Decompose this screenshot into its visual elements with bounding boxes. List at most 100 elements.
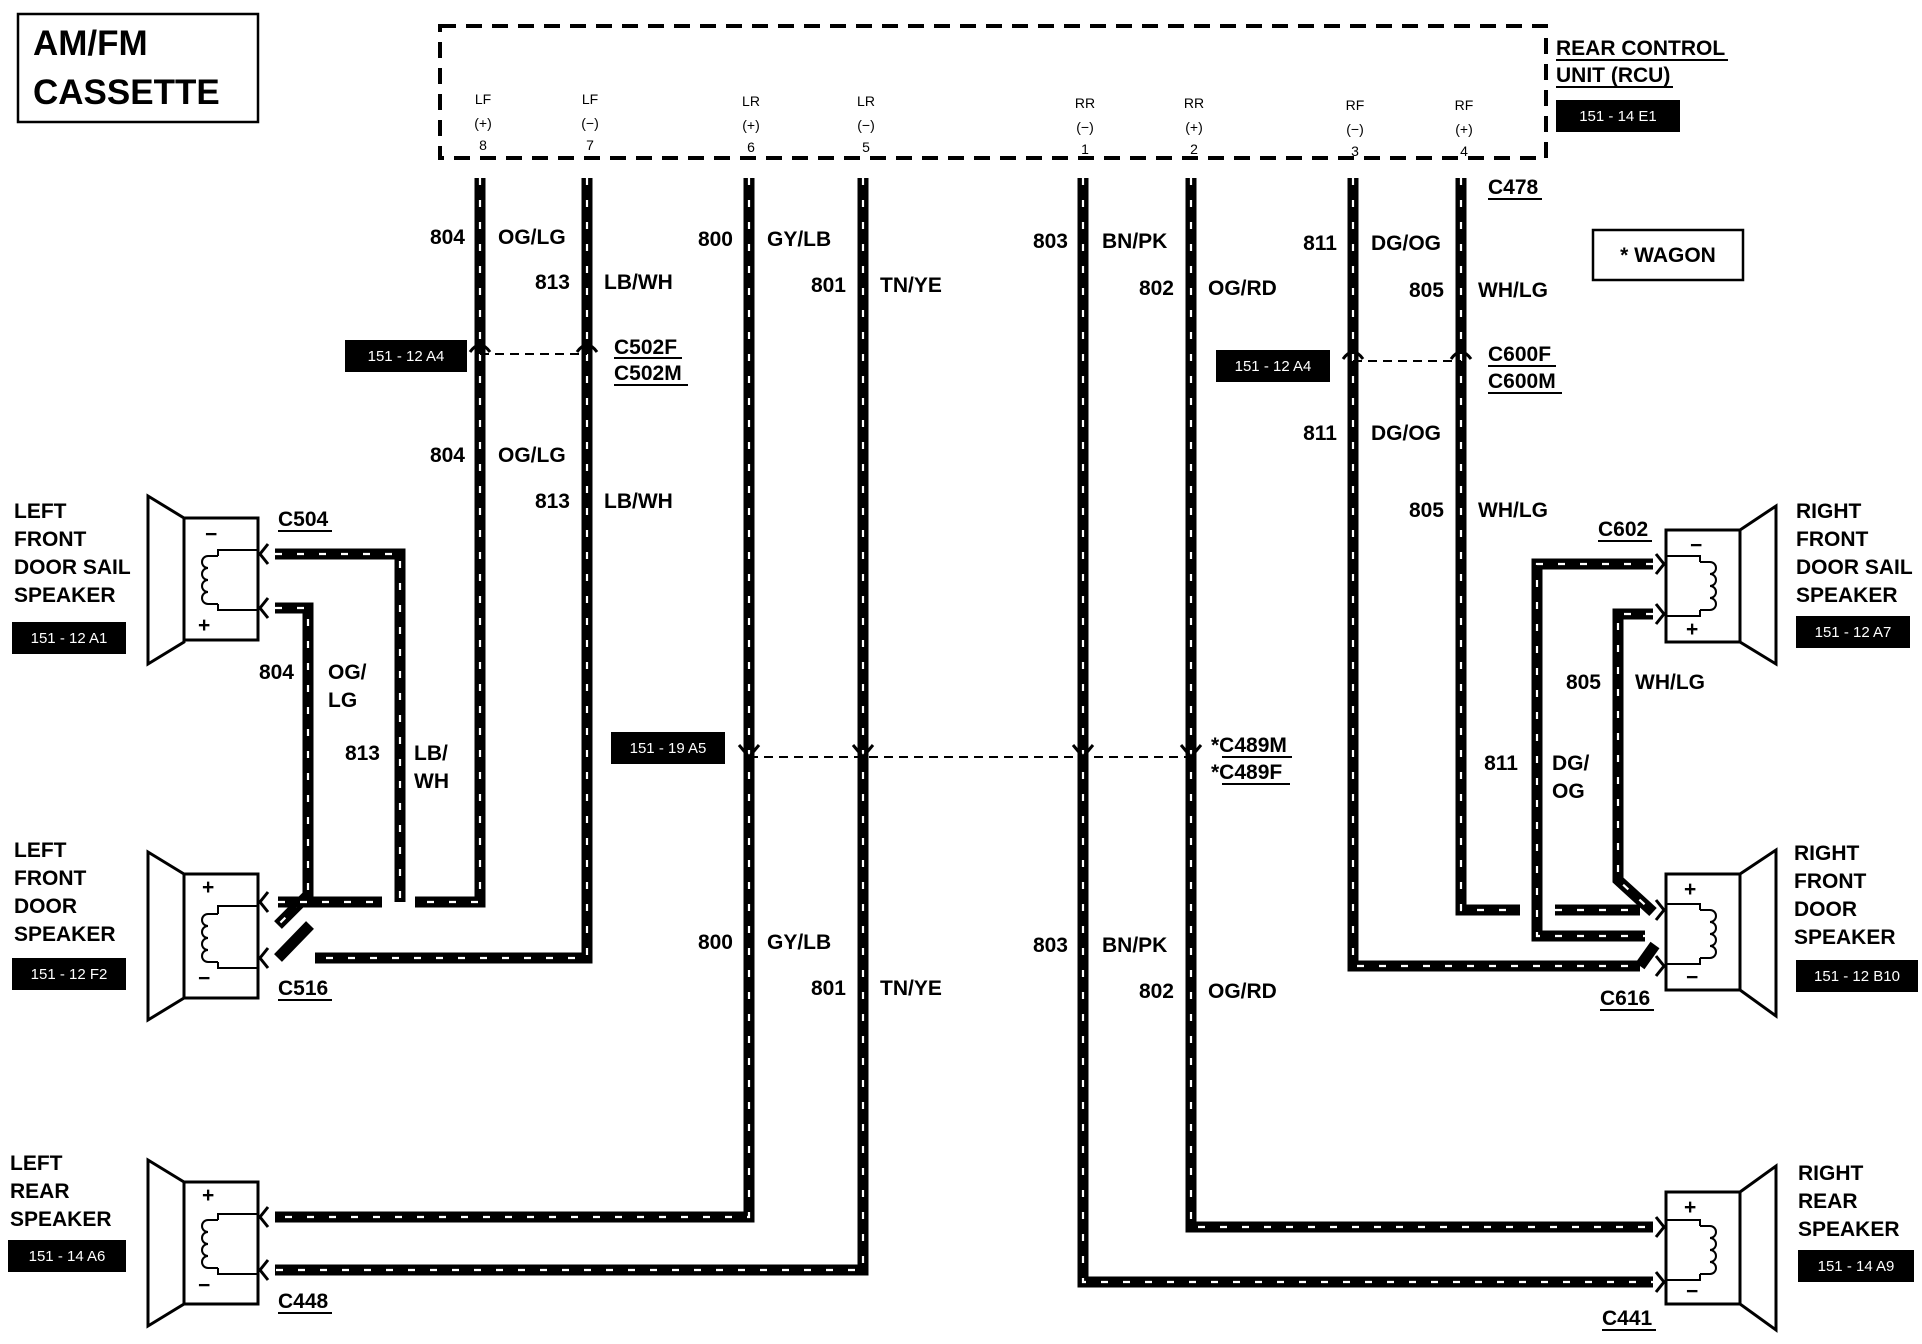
speaker-label-line: FRONT <box>1794 870 1866 893</box>
pin-name: LF <box>475 91 491 107</box>
c448-label: C448 <box>278 1290 329 1313</box>
speaker-label-line: FRONT <box>14 528 86 551</box>
pin-5: LR (−) 5 <box>857 93 875 155</box>
speaker-body <box>1664 872 1742 992</box>
pos-bot: − <box>198 967 210 990</box>
pin-polarity: (+) <box>474 115 492 131</box>
coil-leads <box>217 1213 258 1275</box>
speaker-label-line: RIGHT <box>1796 500 1862 523</box>
wire-801-color: TN/YE <box>880 274 942 297</box>
c502-ref-text: 151 - 12 A4 <box>368 348 445 365</box>
pin-4: RF (+) 4 <box>1455 97 1474 159</box>
pin-name: RR <box>1184 95 1204 111</box>
speaker-ref-box <box>12 958 126 990</box>
wire-802-color: OG/RD <box>1208 277 1277 300</box>
arrow <box>258 891 270 969</box>
rcu-pins: LF (+) 8 LF (−) 7 LR (+) 6 LR (−) 5 RR (… <box>474 91 1473 159</box>
speaker-ref-text: 151 - 12 F2 <box>31 966 108 983</box>
c502-ref-box <box>345 340 467 372</box>
pin-6: LR (+) 6 <box>742 93 760 155</box>
speaker-label-line: SPEAKER <box>1798 1218 1900 1241</box>
c489m-label: *C489M <box>1211 734 1287 757</box>
wire-800-bot-color: GY/LB <box>767 931 831 954</box>
wire-803-bot-circuit: 803 <box>1033 934 1068 957</box>
pin-polarity: (−) <box>1076 119 1094 135</box>
speaker-cone-icon <box>1738 1163 1778 1333</box>
speaker-ref-text: 151 - 12 A1 <box>31 630 108 647</box>
speaker-label-line: REAR <box>10 1180 70 1203</box>
wire-813-spk-color-b: WH <box>414 770 449 793</box>
speaker-ref-box <box>8 1240 126 1272</box>
pos-top: − <box>1690 534 1702 557</box>
speaker-label-line: LEFT <box>14 500 67 523</box>
pin-8: LF (+) 8 <box>474 91 492 153</box>
coil-icon <box>1700 561 1717 611</box>
arrow <box>1654 1216 1666 1293</box>
rcu-label-line1: REAR CONTROL <box>1556 37 1725 60</box>
speaker-label-line: DOOR SAIL <box>14 556 131 579</box>
c600-mark <box>1341 350 1365 360</box>
title-block: AM/FM CASSETTE <box>16 12 260 124</box>
wire-labels: 804 OG/LG 813 LB/WH 800 GY/LB 801 TN/YE … <box>259 226 1705 1003</box>
ref-boxes: 151 - 12 A4 151 - 12 A4 151 - 19 A5 <box>345 340 1330 764</box>
pin-name: LR <box>857 93 875 109</box>
wire-804 <box>415 178 486 908</box>
wire-804-spk-color-a: OG/ <box>328 661 367 684</box>
coil-icon <box>201 913 218 963</box>
pos-top: − <box>205 523 217 546</box>
speaker-lr: + − LEFT REAR SPEAKER 151 - 14 A6 <box>8 1152 260 1329</box>
coil-leads <box>1666 903 1701 965</box>
wire-813-spk-circuit: 813 <box>345 742 380 765</box>
speaker-rf-door: + − RIGHT FRONT DOOR SPEAKER 151 - 12 B1… <box>1664 842 1918 1019</box>
arrow <box>1654 899 1666 977</box>
pos-top: + <box>202 1184 214 1207</box>
c489-mark <box>851 744 875 760</box>
speaker-label-line: FRONT <box>14 867 86 890</box>
c600-ref-box <box>1216 350 1330 382</box>
rcu-module: REAR CONTROL UNIT (RCU) 151 - 14 E1 <box>438 24 1728 160</box>
wire-805-mid-color: WH/LG <box>1478 499 1548 522</box>
pos-top: + <box>202 876 214 899</box>
wire-811-circuit: 811 <box>1303 232 1337 255</box>
speaker-label-line: SPEAKER <box>14 923 116 946</box>
speaker-rf-sail: − + RIGHT FRONT DOOR SAIL SPEAKER 151 - … <box>1664 500 1913 667</box>
coil-leads <box>217 549 258 611</box>
pin-polarity: (+) <box>742 117 760 133</box>
speaker-label-line: SPEAKER <box>1796 584 1898 607</box>
c602-label: C602 <box>1598 518 1648 541</box>
c600m-label: C600M <box>1488 370 1556 393</box>
terminal-arrows <box>258 543 1666 1293</box>
pin-name: RF <box>1346 97 1365 113</box>
wire-803 <box>1077 178 1653 1288</box>
wire-rf-harness-805 <box>1612 608 1657 917</box>
c489-ref-box <box>611 732 725 764</box>
pin-7: LF (−) 7 <box>581 91 599 153</box>
wire-802 <box>1185 178 1653 1233</box>
wire-lf-harness-813 <box>275 548 406 902</box>
speaker-body <box>182 516 260 642</box>
pin-1: RR (−) 1 <box>1075 95 1095 157</box>
wire-801 <box>275 178 869 1276</box>
speaker-body <box>1664 1190 1742 1306</box>
speaker-ref-text: 151 - 14 A9 <box>1818 1258 1895 1275</box>
wire-805-mid-circuit: 805 <box>1409 499 1444 522</box>
speaker-ref-box <box>1798 1250 1914 1282</box>
pin-name: RR <box>1075 95 1095 111</box>
wire-804-mid-color: OG/LG <box>498 444 566 467</box>
pin-name: LR <box>742 93 760 109</box>
c441-label: C441 <box>1602 1307 1653 1330</box>
speaker-label-line: SPEAKER <box>1794 926 1896 949</box>
speaker-label-line: DOOR <box>1794 898 1857 921</box>
speaker-label-line: RIGHT <box>1794 842 1860 865</box>
wagon-text: * WAGON <box>1620 244 1716 267</box>
wire-813-circuit: 813 <box>535 271 570 294</box>
speaker-label-line: DOOR <box>14 895 77 918</box>
c504-label: C504 <box>278 508 329 531</box>
pin-number: 7 <box>586 137 594 153</box>
wire-rf-harness-811 <box>1531 558 1653 942</box>
connector-marks <box>468 343 1473 760</box>
wire-805-spk-color: WH/LG <box>1635 671 1705 694</box>
coil-leads <box>217 905 258 969</box>
speaker-ref-box <box>1796 616 1910 648</box>
